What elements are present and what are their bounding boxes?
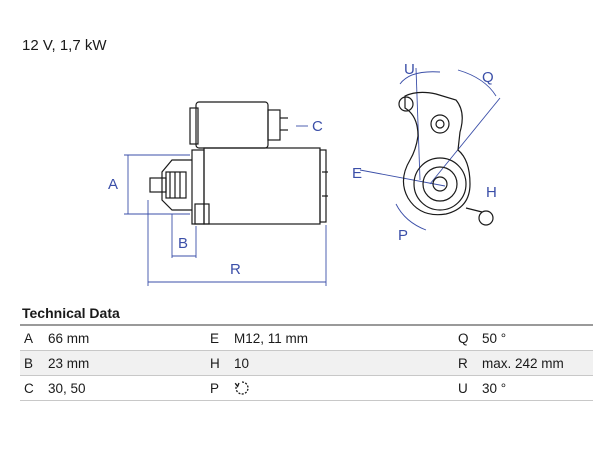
mounting-flange-front bbox=[402, 91, 471, 216]
value-c: 30, 50 bbox=[48, 380, 86, 396]
upper-boss bbox=[430, 114, 450, 134]
solenoid-body bbox=[195, 101, 269, 149]
label-c: C bbox=[312, 118, 323, 135]
label-r: R bbox=[230, 261, 241, 278]
key-e: E bbox=[210, 330, 220, 346]
technical-data-title: Technical Data bbox=[22, 305, 120, 321]
side-view bbox=[149, 101, 328, 225]
label-b: B bbox=[178, 235, 188, 252]
solenoid-cap bbox=[189, 107, 199, 145]
drive-nose bbox=[161, 159, 192, 211]
bolt-hole-bottom bbox=[478, 210, 494, 226]
flange-boss bbox=[194, 203, 210, 225]
solenoid-terminal bbox=[267, 109, 281, 141]
key-r: R bbox=[458, 355, 468, 371]
dimension-labels: A B C R E H P Q U bbox=[108, 61, 497, 278]
mounting-flange bbox=[191, 149, 205, 225]
key-h: H bbox=[210, 355, 220, 371]
key-u: U bbox=[458, 380, 468, 396]
shaft-tip bbox=[149, 177, 167, 193]
pinion bbox=[165, 171, 187, 199]
clockwise-rotation-icon bbox=[234, 381, 249, 395]
key-c: C bbox=[24, 380, 34, 396]
key-q: Q bbox=[458, 330, 469, 346]
shaft-circle bbox=[432, 176, 448, 192]
value-h: 10 bbox=[234, 355, 250, 371]
table-row: C 30, 50 P U 30 ° bbox=[20, 376, 593, 401]
dimension-lines bbox=[124, 67, 501, 286]
key-p: P bbox=[210, 380, 220, 396]
label-q: Q bbox=[482, 69, 494, 86]
key-a: A bbox=[24, 330, 34, 346]
value-u: 30 ° bbox=[482, 380, 507, 396]
label-h: H bbox=[486, 184, 497, 201]
pinion-circle bbox=[422, 166, 458, 202]
front-view bbox=[398, 91, 494, 226]
value-q: 50 ° bbox=[482, 330, 507, 346]
value-r: max. 242 mm bbox=[482, 355, 564, 371]
motor-housing bbox=[203, 147, 321, 225]
label-p: P bbox=[398, 227, 408, 244]
value-e: M12, 11 mm bbox=[234, 330, 309, 346]
starter-motor-drawing: A B C R E H P Q U bbox=[108, 61, 501, 286]
key-b: B bbox=[24, 355, 34, 371]
nose-circle bbox=[413, 157, 467, 211]
bolt-hole-top bbox=[398, 96, 414, 112]
rating-text: 12 V, 1,7 kW bbox=[22, 37, 107, 54]
value-b: 23 mm bbox=[48, 355, 90, 371]
table-row: A 66 mm E M12, 11 mm Q 50 ° bbox=[20, 326, 593, 351]
motor-endcap bbox=[319, 149, 327, 223]
label-u: U bbox=[404, 61, 415, 78]
label-a: A bbox=[108, 176, 118, 193]
label-e: E bbox=[352, 165, 362, 182]
value-a: 66 mm bbox=[48, 330, 90, 346]
